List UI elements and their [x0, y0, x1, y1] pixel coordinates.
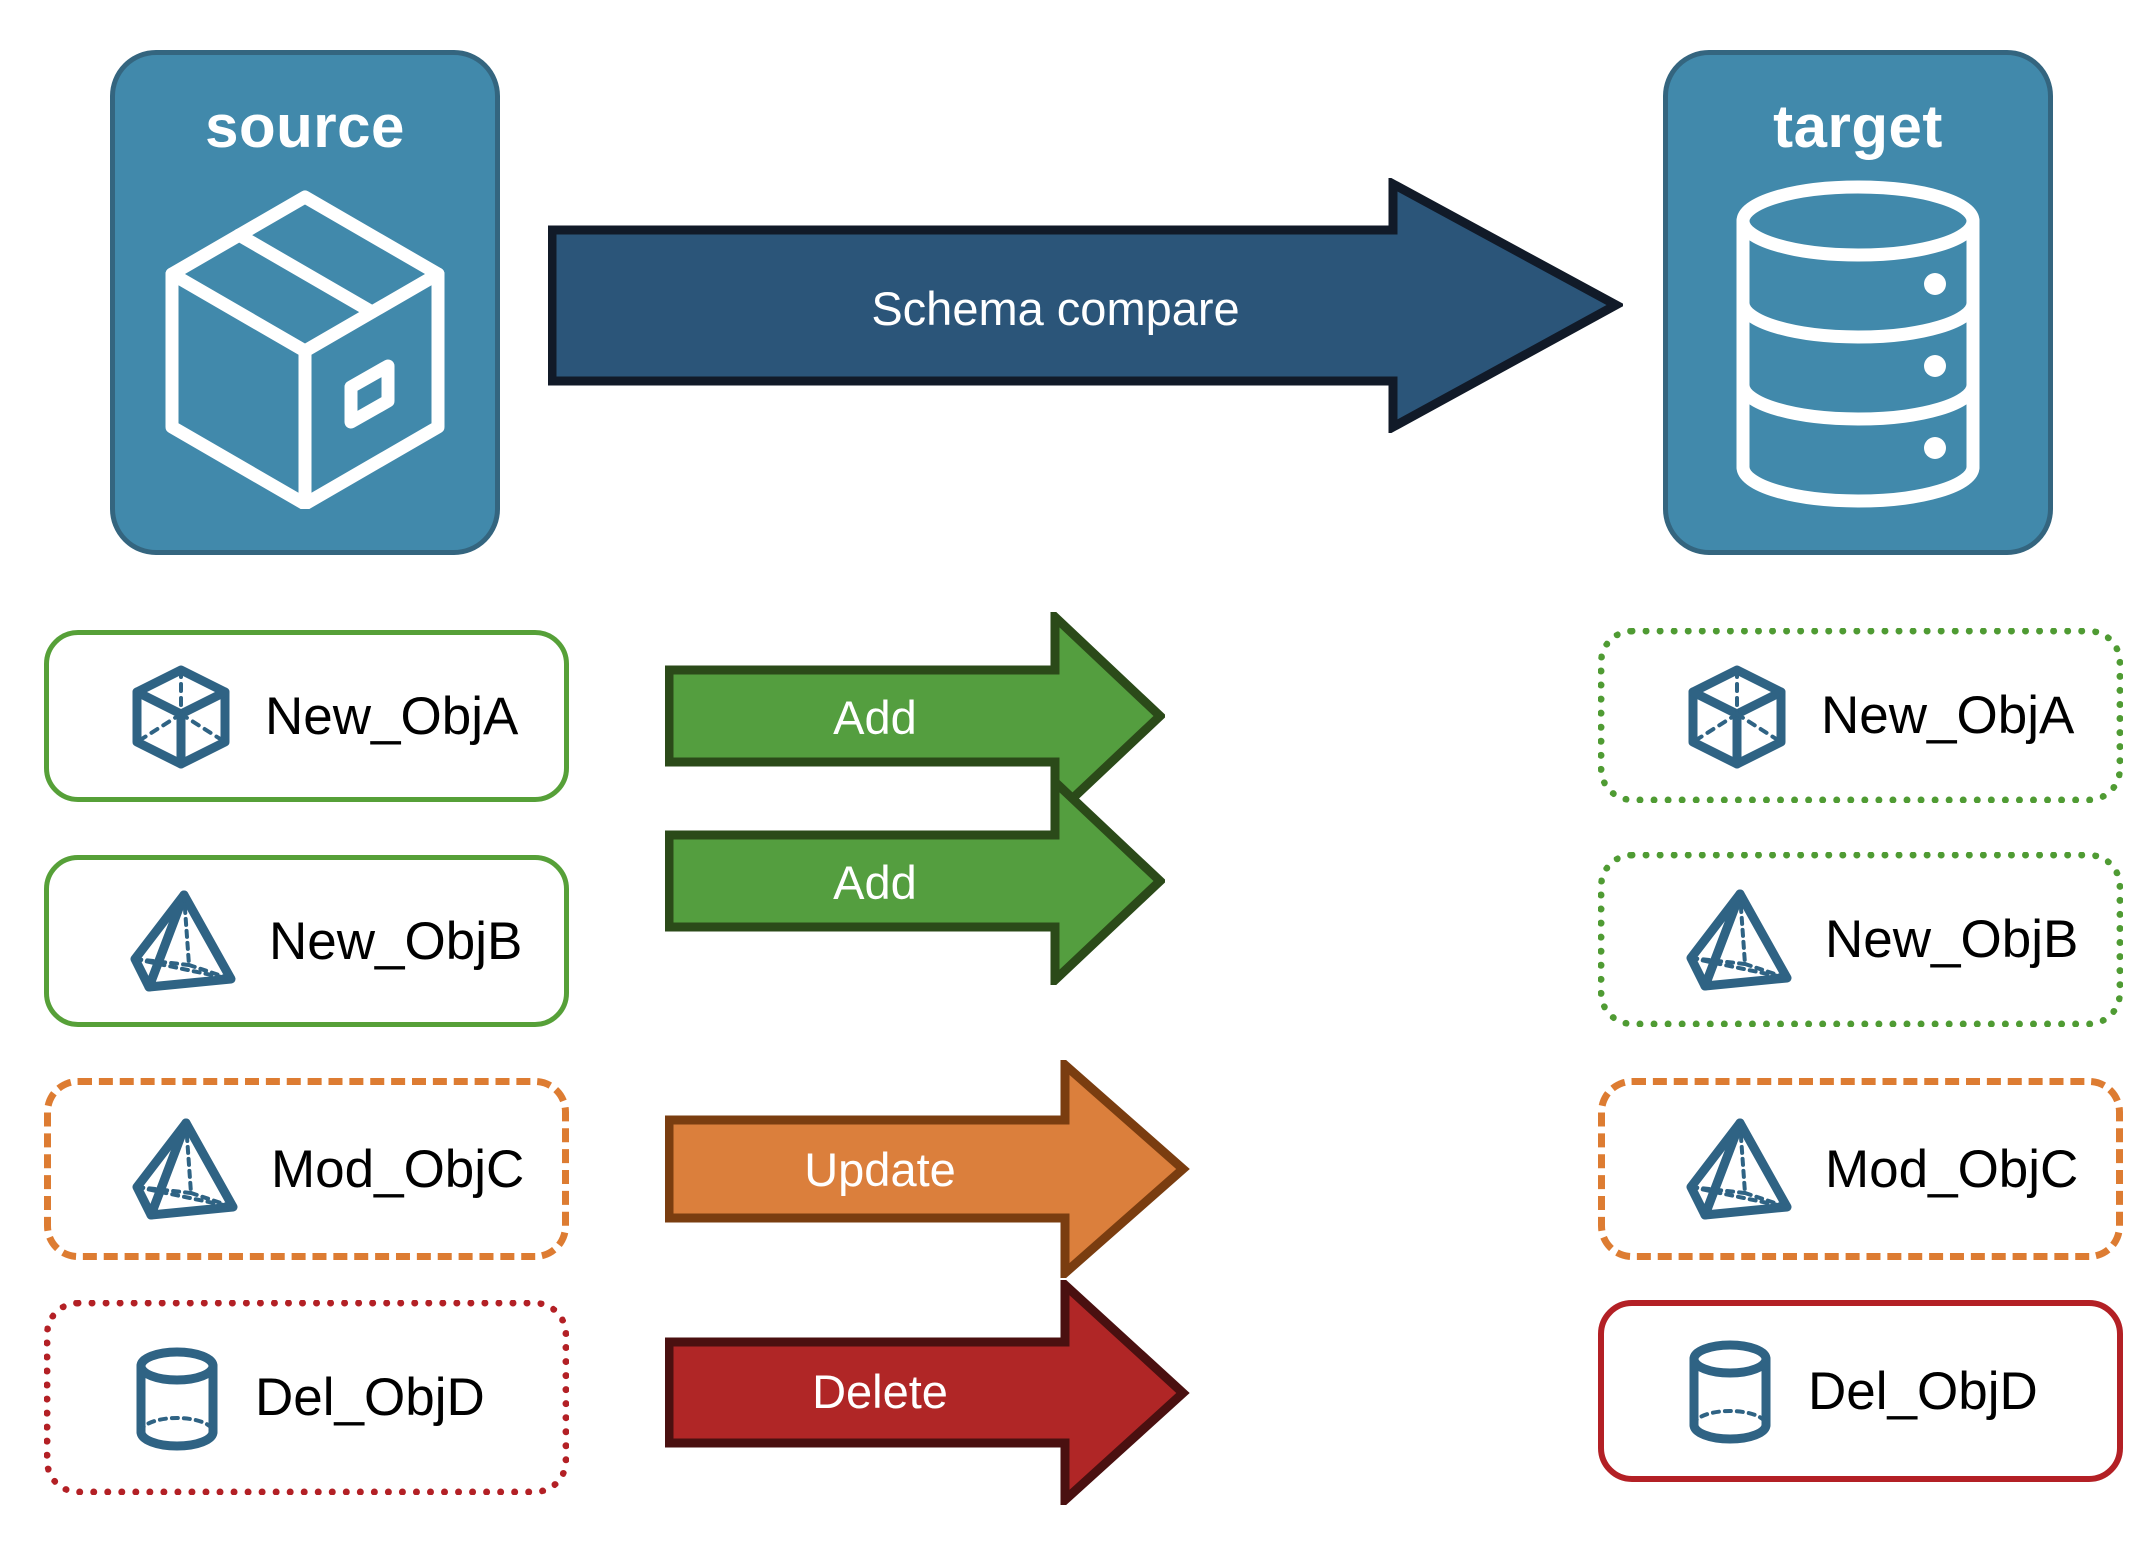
source-panel-title: source	[205, 93, 405, 160]
wireframe-pyramid-icon	[1686, 889, 1792, 990]
schema-compare-arrow	[548, 178, 1623, 433]
source-object-label-0: New_ObjA	[265, 686, 519, 746]
target-object-box-1[interactable]: New_ObjB	[1598, 852, 2123, 1027]
source-object-box-3[interactable]: Del_ObjD	[44, 1300, 569, 1495]
source-object-box-1[interactable]: New_ObjB	[44, 855, 569, 1027]
wireframe-pyramid-icon	[132, 1118, 238, 1220]
row-arrow-add-0	[665, 612, 1165, 820]
source-object-label-2: Mod_ObjC	[271, 1139, 525, 1199]
row-arrow-label-0: Add	[833, 691, 917, 744]
source-panel: source	[110, 50, 500, 555]
target-object-label-2: Mod_ObjC	[1825, 1139, 2079, 1199]
wireframe-cube-icon	[1688, 665, 1786, 768]
package-box-icon	[165, 190, 445, 509]
row-arrow-label-1: Add	[833, 856, 917, 909]
target-object-label-1: New_ObjB	[1825, 910, 2079, 969]
target-panel: target	[1663, 50, 2053, 555]
source-object-label-3: Del_ObjD	[255, 1368, 485, 1427]
wireframe-cube-icon	[132, 665, 230, 769]
row-arrow-add-1	[665, 777, 1165, 985]
wireframe-cylinder-icon	[136, 1347, 218, 1450]
row-arrow-delete-3	[665, 1280, 1190, 1505]
source-object-box-0[interactable]: New_ObjA	[44, 630, 569, 802]
wireframe-pyramid-icon	[1686, 1118, 1792, 1220]
row-arrow-label-2: Update	[804, 1143, 956, 1196]
target-object-box-0[interactable]: New_ObjA	[1598, 628, 2123, 803]
target-object-box-3[interactable]: Del_ObjD	[1598, 1300, 2123, 1482]
target-object-label-3: Del_ObjD	[1808, 1361, 2038, 1421]
wireframe-cylinder-icon	[1689, 1340, 1771, 1444]
database-cylinder-icon	[1736, 180, 1980, 508]
source-object-box-2[interactable]: Mod_ObjC	[44, 1078, 569, 1260]
row-arrow-update-2	[665, 1060, 1190, 1278]
row-arrow-label-3: Delete	[812, 1365, 948, 1418]
wireframe-pyramid-icon	[130, 890, 236, 992]
target-object-box-2[interactable]: Mod_ObjC	[1598, 1078, 2123, 1260]
target-panel-title: target	[1773, 93, 1943, 160]
source-object-label-1: New_ObjB	[269, 911, 523, 971]
target-object-label-0: New_ObjA	[1821, 686, 2075, 745]
